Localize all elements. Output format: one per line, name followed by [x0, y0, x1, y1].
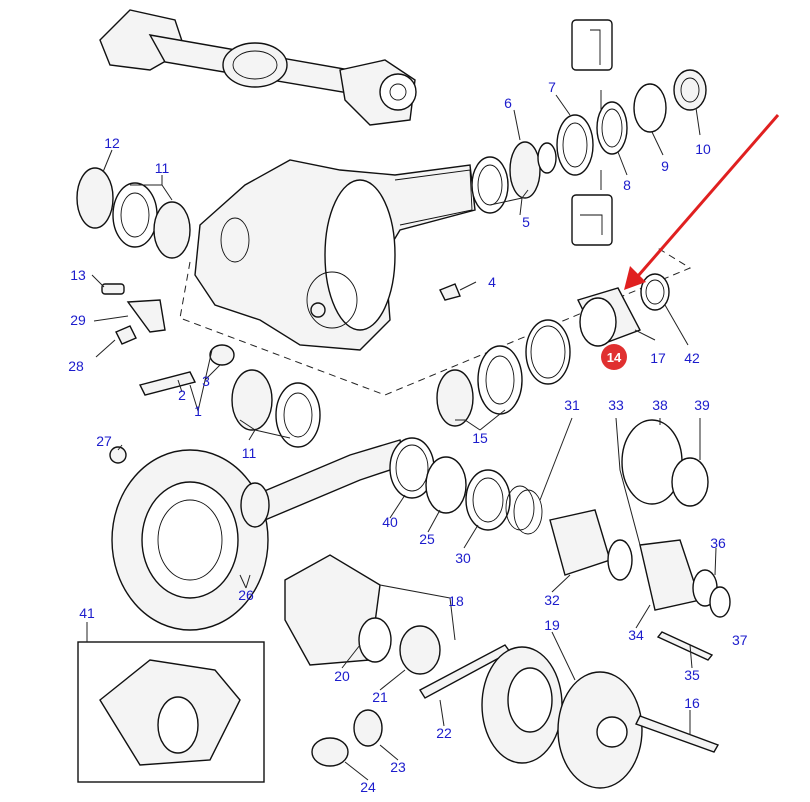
differential-housing [194, 159, 476, 351]
label-7[interactable]: 7 [548, 79, 556, 95]
label-27[interactable]: 27 [96, 433, 112, 449]
label-12[interactable]: 12 [104, 135, 120, 151]
highlight-arrow [624, 114, 780, 290]
label-24[interactable]: 24 [360, 779, 376, 795]
inset-assembly-41 [77, 641, 265, 783]
leader-lines [86, 90, 717, 781]
label-36[interactable]: 36 [710, 535, 726, 551]
assembly-boundary [179, 246, 692, 396]
label-13[interactable]: 13 [70, 267, 86, 283]
differential-case-group [284, 554, 720, 789]
seal-detail-insets [571, 19, 613, 246]
label-22[interactable]: 22 [436, 725, 452, 741]
label-29[interactable]: 29 [70, 312, 86, 328]
diff-lock-group [549, 419, 731, 661]
label-1[interactable]: 1 [194, 403, 202, 419]
label-38[interactable]: 38 [652, 397, 668, 413]
label-34[interactable]: 34 [628, 627, 644, 643]
label-37[interactable]: 37 [732, 632, 748, 648]
label-2[interactable]: 2 [178, 387, 186, 403]
label-5[interactable]: 5 [522, 214, 530, 230]
label-4[interactable]: 4 [488, 274, 496, 290]
label-31[interactable]: 31 [564, 397, 580, 413]
label-30[interactable]: 30 [455, 550, 471, 566]
label-11-lower[interactable]: 11 [242, 445, 257, 461]
crown-wheel-and-pinion [109, 439, 406, 631]
label-35[interactable]: 35 [684, 667, 700, 683]
label-20[interactable]: 20 [334, 668, 350, 684]
label-26[interactable]: 26 [238, 587, 254, 603]
small-hardware [101, 283, 461, 396]
label-33[interactable]: 33 [608, 397, 624, 413]
side-bearing-left [76, 167, 191, 259]
pinion-bearing-group [471, 69, 707, 214]
shim-and-sleeve-group [525, 273, 670, 385]
part-14-highlight-badge[interactable]: 14 [601, 344, 627, 370]
label-9[interactable]: 9 [661, 158, 669, 174]
label-39[interactable]: 39 [694, 397, 710, 413]
label-17[interactable]: 17 [650, 350, 666, 366]
label-41[interactable]: 41 [79, 605, 95, 621]
side-bearing-group-lower [231, 345, 523, 448]
label-42[interactable]: 42 [684, 350, 700, 366]
label-8[interactable]: 8 [623, 177, 631, 193]
label-3[interactable]: 3 [202, 373, 210, 389]
pinion-spacer-row [389, 437, 543, 535]
label-18[interactable]: 18 [448, 593, 464, 609]
label-25[interactable]: 25 [419, 531, 435, 547]
part-labels: 12 11 13 29 28 2 3 1 4 6 7 8 9 10 5 17 4… [68, 79, 748, 795]
label-19[interactable]: 19 [544, 617, 560, 633]
label-11-upper[interactable]: 11 [155, 160, 170, 176]
label-15[interactable]: 15 [472, 430, 488, 446]
label-28[interactable]: 28 [68, 358, 84, 374]
label-23[interactable]: 23 [390, 759, 406, 775]
label-40[interactable]: 40 [382, 514, 398, 530]
label-32[interactable]: 32 [544, 592, 560, 608]
label-10[interactable]: 10 [695, 141, 711, 157]
label-6[interactable]: 6 [504, 95, 512, 111]
label-16[interactable]: 16 [684, 695, 700, 711]
axle-assembly-overview [99, 9, 417, 126]
label-21[interactable]: 21 [372, 689, 388, 705]
part-14-label: 14 [607, 350, 622, 365]
